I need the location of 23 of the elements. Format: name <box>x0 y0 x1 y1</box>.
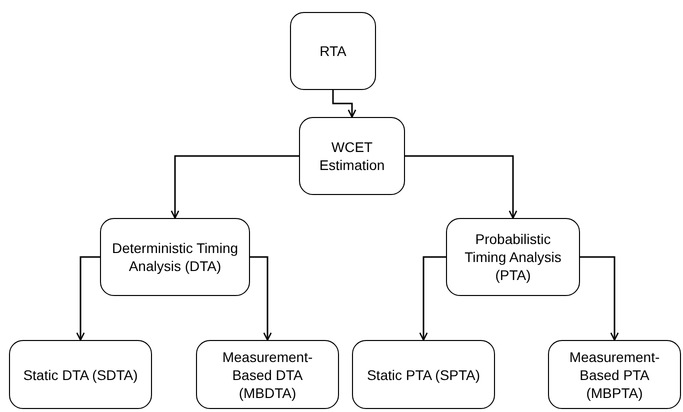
rounded-box <box>446 218 580 296</box>
box-label: Measurement-Based PTA (MBPTA) <box>568 348 661 402</box>
arrow <box>580 256 619 341</box>
box-label: Measurement-Based DTA (MBDTA) <box>221 348 314 402</box>
rounded-box <box>196 340 339 409</box>
rounded-box <box>9 340 152 409</box>
rounded-box <box>299 117 405 195</box>
box-label: Deterministic Timing Analysis (DTA) <box>110 239 240 275</box>
rounded-box <box>352 340 495 409</box>
arrow <box>332 90 356 118</box>
box-label: Probabilistic Timing Analysis (PTA) <box>464 230 562 284</box>
box-label: RTA <box>320 42 346 60</box>
arrow <box>250 256 272 341</box>
rounded-box <box>548 340 681 409</box>
arrow <box>405 155 518 219</box>
arrow <box>419 256 446 341</box>
box-label: Static PTA (SPTA) <box>366 366 480 384</box>
arrow <box>170 155 299 219</box>
rounded-box <box>100 218 250 296</box>
box-label: WCET Estimation <box>318 138 386 174</box>
rounded-box <box>290 12 376 90</box>
box-label: Static DTA (SDTA) <box>23 366 138 384</box>
arrow <box>76 256 100 341</box>
